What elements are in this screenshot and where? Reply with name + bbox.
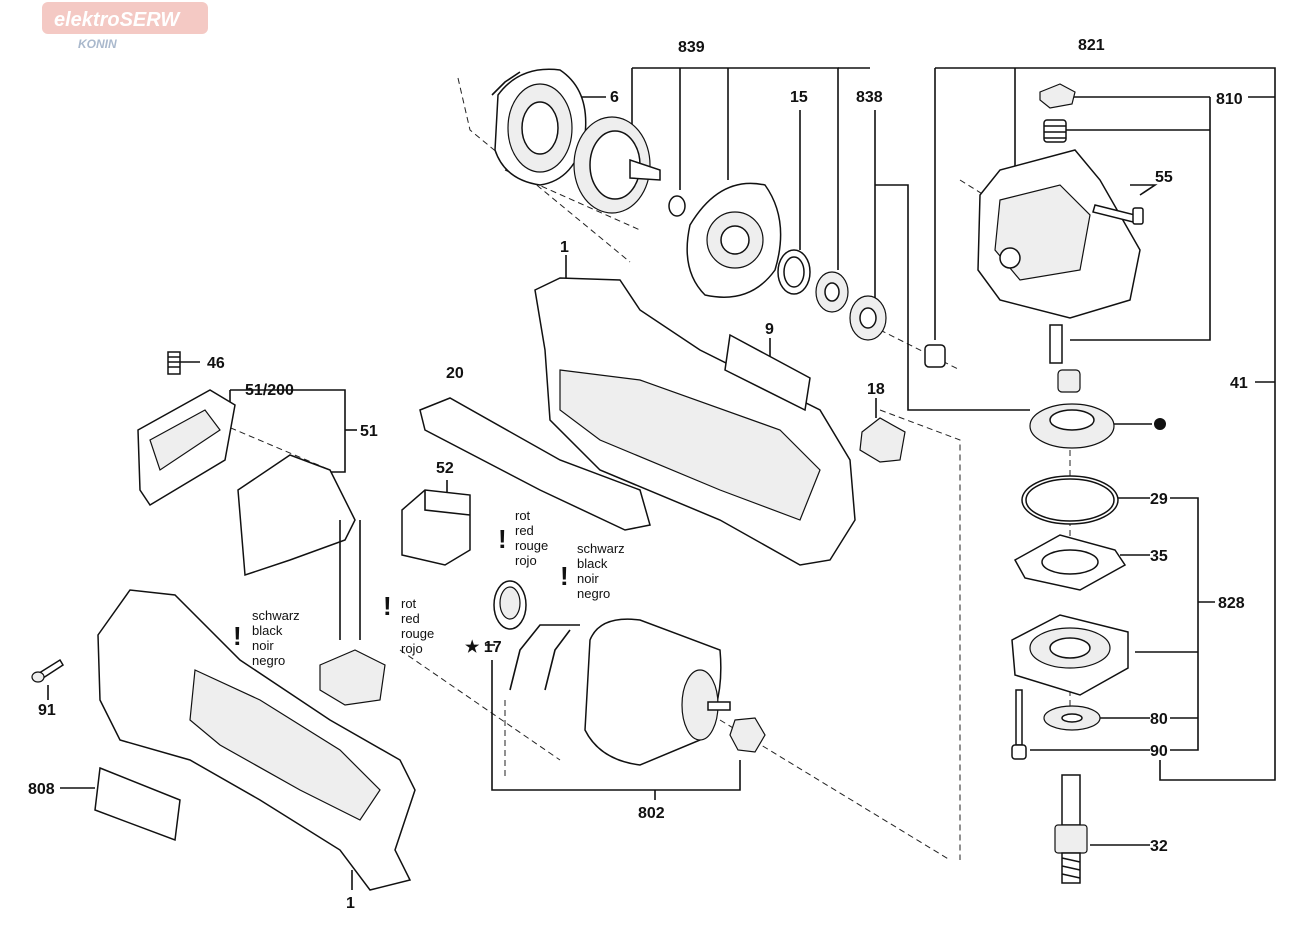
label-839: 839 [678,39,705,56]
label-52: 52 [436,460,454,477]
wire-text: negro [577,586,610,601]
part-9-foil [724,333,811,412]
part-6-cover [491,68,587,186]
part-838-pinion [849,295,887,341]
label-9: 9 [765,321,774,338]
label-51: 51 [360,423,378,440]
wire-text: black [577,556,608,571]
watermark-city: KONIN [78,37,117,51]
wire-text: rot [515,508,531,523]
warning-mark: ! [233,621,242,651]
part-bearing [815,271,849,313]
warning-mark: ! [560,561,569,591]
part-bearing-flange [1011,614,1129,696]
part-18 [859,417,906,463]
label-808: 808 [28,781,55,798]
wire-note-black-upper: ! schwarz black noir negro [560,541,625,601]
wire-text: black [252,623,283,638]
part-bearing-plate [686,182,782,298]
label-838: 838 [856,89,883,106]
label-17: ★ 17 [465,639,502,656]
wire-text: rot [401,596,417,611]
part-808-foil [94,766,181,842]
label-35: 35 [1150,548,1168,565]
watermark-brand: elektroSERW [54,9,181,31]
wire-text: schwarz [577,541,625,556]
label-6: 6 [610,89,619,106]
label-46: 46 [207,355,225,372]
part-91-screw [31,658,65,683]
leader-lines [47,67,1276,890]
label-91: 91 [38,702,56,719]
part-802-motor [509,618,766,766]
label-29: 29 [1150,491,1168,508]
part-51-200-switch-frame [137,389,236,507]
wire-text: rojo [401,641,423,656]
wire-note-red-lower: ! rot red rouge rojo [383,591,434,656]
wire-text: rouge [401,626,434,641]
label-802: 802 [638,805,665,822]
warning-mark: ! [498,524,507,554]
wire-text: negro [252,653,285,668]
wire-text: rojo [515,553,537,568]
label-20: 20 [446,365,464,382]
wire-text: rouge [515,538,548,553]
part-gear-shaft [573,116,686,217]
part-46-spring [167,351,181,375]
label-18: 18 [867,381,885,398]
label-90: 90 [1150,743,1168,760]
label-15: 15 [790,89,808,106]
part-821-gear-housing [977,149,1141,319]
part-55-screw [1092,204,1144,225]
label-80: 80 [1150,711,1168,728]
label-41: 41 [1230,375,1248,392]
part-90-screw [1011,689,1027,760]
part-1-lower-housing [97,589,416,891]
part-80-washer [1043,705,1101,731]
label-828: 828 [1218,595,1245,612]
label-1-bottom: 1 [346,895,355,912]
label-810: 810 [1216,91,1243,108]
wire-text: noir [252,638,274,653]
part-bevel-gear [1029,403,1166,449]
wire-note-red-upper: ! rot red rouge rojo [498,508,548,568]
part-51-switch-module [237,454,386,706]
warning-mark: ! [383,591,392,621]
wire-text: red [515,523,534,538]
wire-text: noir [577,571,599,586]
part-20-rail [419,397,651,531]
assembly-guide-lines [211,77,1071,861]
watermark-logo: elektroSERW KONIN [42,2,208,51]
label-55: 55 [1155,169,1173,186]
label-821: 821 [1078,37,1105,54]
part-29-o-ring [1021,475,1119,525]
label-1-top: 1 [560,239,569,256]
label-32: 32 [1150,838,1168,855]
part-52-block [401,489,471,566]
wire-text: red [401,611,420,626]
part-35-gasket [1013,534,1127,591]
part-1-housing [534,277,856,566]
part-labels: 839 6 15 838 821 810 55 1 9 20 18 46 51/… [28,37,1248,912]
wire-text: schwarz [252,608,300,623]
part-32-spindle [1054,774,1088,884]
part-17-ring [493,580,527,630]
label-51-200: 51/200 [245,382,294,399]
part-15-ring [777,249,811,295]
wire-note-black-lower: ! schwarz black noir negro [233,608,300,668]
part-pin [1049,324,1081,393]
part-sleeve [924,344,946,368]
part-810-cap-spring [1039,83,1076,143]
